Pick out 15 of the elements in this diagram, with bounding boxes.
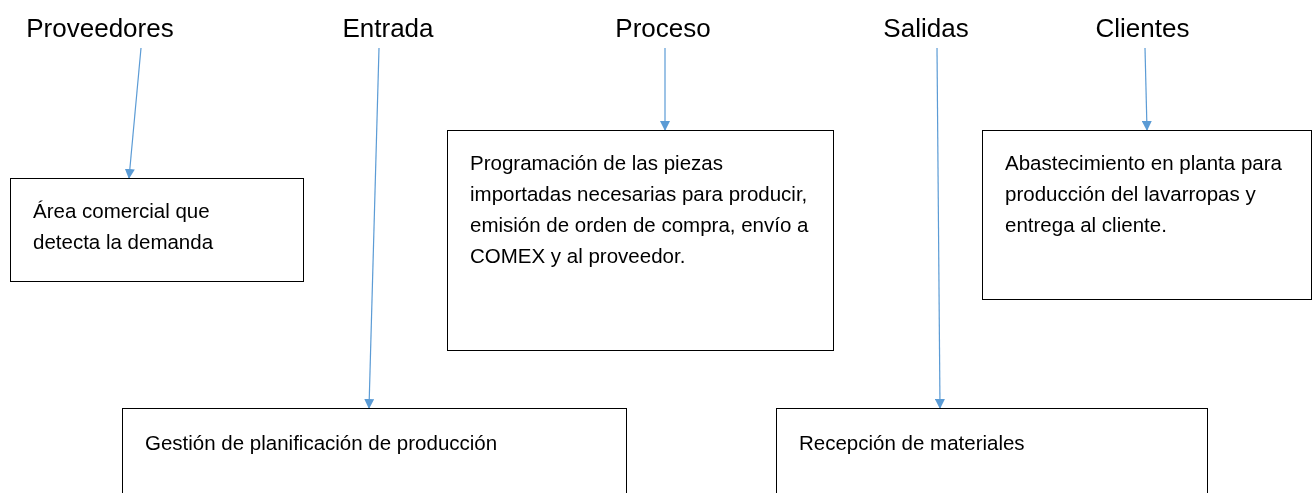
- column-heading: Salidas: [866, 8, 986, 48]
- arrow: [934, 47, 945, 409]
- column-heading: Proveedores: [20, 8, 180, 48]
- process-box: Programación de las piezas importadas necesarias para producir, emisión de orden de compra, envío a COMEX y al proveedor.: [447, 130, 834, 351]
- column-heading: Entrada: [328, 8, 448, 48]
- process-box: Área comercial que detecta la demanda: [10, 178, 304, 282]
- column-heading: Proceso: [598, 8, 728, 48]
- process-box: Recepción de materiales: [776, 408, 1208, 493]
- process-box: Abastecimiento en planta para producción del lavarropas y entrega al cliente.: [982, 130, 1312, 300]
- arrow: [364, 47, 380, 409]
- column-heading: Clientes: [1080, 8, 1205, 48]
- arrow: [1141, 47, 1152, 131]
- arrow: [124, 47, 142, 179]
- arrow: [660, 47, 670, 131]
- process-box: Gestión de planificación de producción: [122, 408, 627, 493]
